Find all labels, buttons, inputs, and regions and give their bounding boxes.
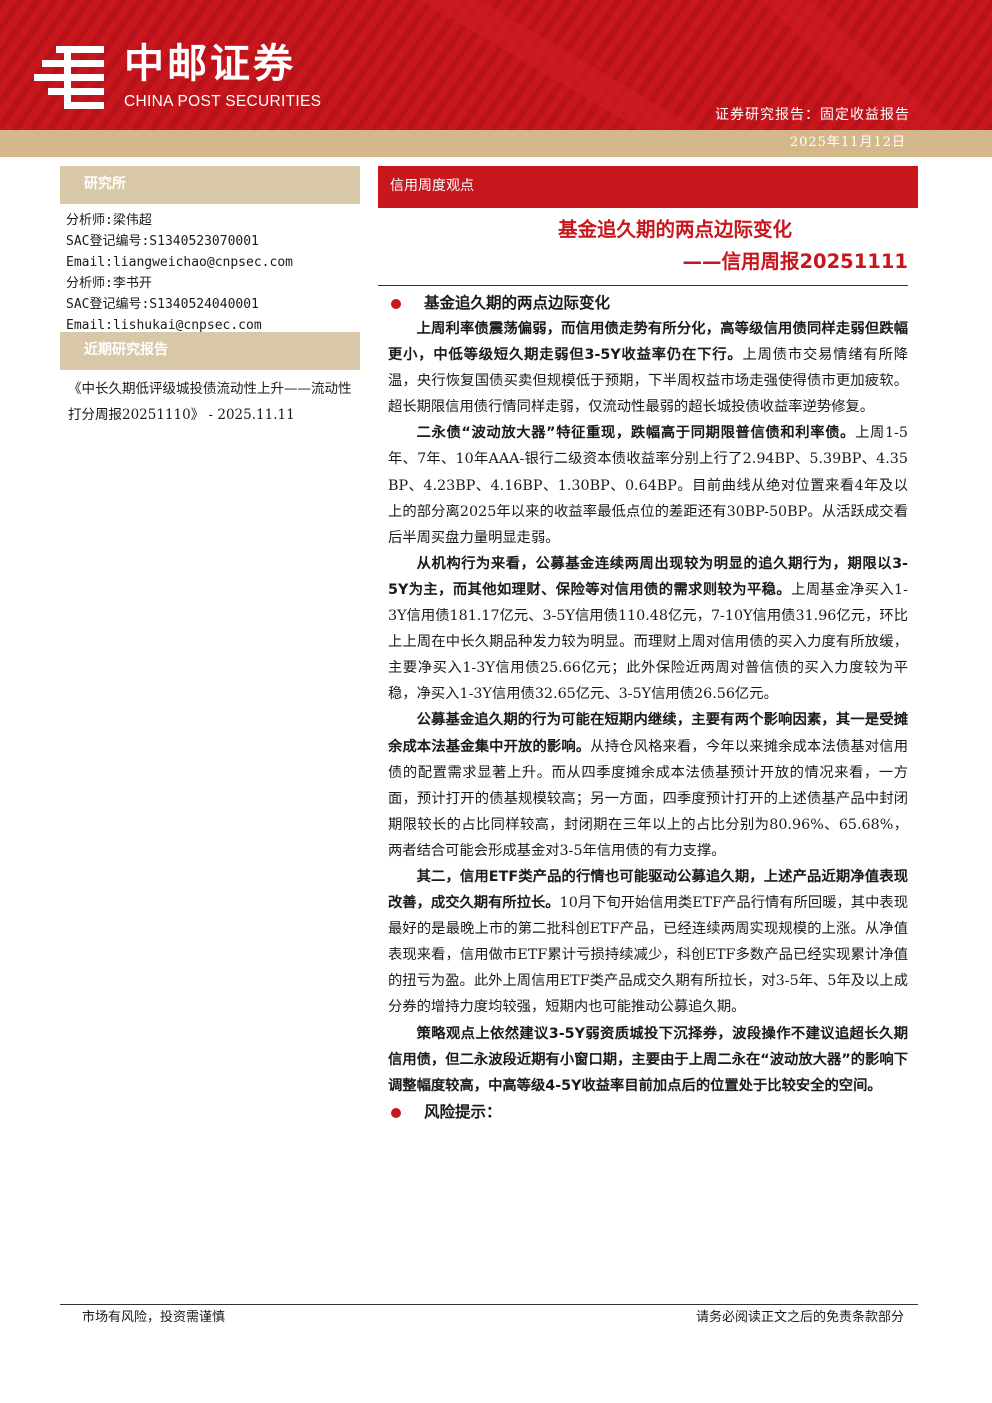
paragraph-lead: 公募基金追久期的行为可能在短期内继续，主要有两个影响因素，其一是受摊余成本法基金…	[388, 712, 908, 755]
report-subtitle: ——信用周报20251111	[682, 250, 908, 273]
paragraph-text: 上周1-5年、7年、10年AAA-银行二级资本债收益率分别上行了2.94BP、5…	[388, 425, 908, 546]
footer-divider	[60, 1304, 918, 1305]
paragraph-lead: 从机构行为来看，公募基金连续两周出现较为明显的追久期行为，期限以3-5Y为主，而…	[388, 555, 908, 598]
recent-report-item[interactable]: 《中长久期低评级城投债流动性上升——流动性打分周报20251110》 - 202…	[68, 381, 352, 423]
brand-name-en: CHINA POST SECURITIES	[124, 93, 322, 110]
section-tag: 信用周度观点	[390, 178, 474, 194]
bullet-icon	[391, 299, 401, 309]
banner-pattern	[0, 0, 992, 130]
paragraph-text: 10月下旬开始信用类ETF产品行情有所回暖，其中表现最好的是最晚上市的第二批科创…	[388, 895, 908, 1016]
report-body: 基金追久期的两点边际变化 上周利率债震荡偏弱，而信用债走势有所分化，高等级信用债…	[388, 290, 908, 1125]
logo-icon	[34, 46, 104, 109]
section-heading: 基金追久期的两点边际变化	[388, 290, 908, 316]
paragraph-lead: 二永债“波动放大器”特征重现，跌幅高于同期限普信债和利率债。	[416, 425, 856, 442]
analyst-info: 分析师:梁伟超 SAC登记编号:S1340523070001 Email:lia…	[66, 210, 366, 336]
body-paragraph: 其二，信用ETF类产品的行情也可能驱动公募追久期，上述产品近期净值表现改善，成交…	[388, 864, 908, 1021]
paragraph-lead: 其二，信用ETF类产品的行情也可能驱动公募追久期，上述产品近期净值表现改善，成交…	[388, 868, 908, 912]
footer-disclaimer-note: 请务必阅读正文之后的免责条款部分	[695, 1310, 904, 1325]
body-paragraph: 策略观点上依然建议3-5Y弱资质城投下沉择券，波段操作不建议追超长久期信用债，但…	[388, 1021, 908, 1099]
section-tag-bar: 信用周度观点	[378, 166, 918, 208]
body-paragraph: 二永债“波动放大器”特征重现，跌幅高于同期限普信债和利率债。上周1-5年、7年、…	[388, 420, 908, 550]
report-date: 2025年11月12日	[789, 135, 906, 150]
report-type: 证券研究报告：固定收益报告	[715, 107, 910, 123]
brand-name-cn: 中邮证券	[124, 41, 296, 87]
report-title: 基金追久期的两点边际变化	[557, 218, 792, 241]
paragraph-text: 从持仓风格来看，今年以来摊余成本法债基对信用债的配置需求显著上升。而从四季度摊余…	[388, 738, 908, 859]
header-banner: 中邮证券 CHINA POST SECURITIES 证券研究报告：固定收益报告	[0, 0, 992, 130]
analyst-line: SAC登记编号:S1340523070001	[66, 234, 259, 249]
date-bar: 2025年11月12日	[0, 130, 992, 157]
analyst-email[interactable]: Email:lishukai@cnpsec.com	[66, 318, 262, 333]
analyst-line: SAC登记编号:S1340524040001	[66, 297, 259, 312]
institute-header: 研究所	[60, 166, 360, 204]
recent-reports-label: 近期研究报告	[84, 342, 168, 358]
footer-risk-note: 市场有风险，投资需谨慎	[82, 1310, 226, 1325]
analyst-email[interactable]: Email:liangweichao@cnpsec.com	[66, 255, 293, 270]
body-paragraph: 上周利率债震荡偏弱，而信用债走势有所分化，高等级信用债同样走弱但跌幅更小，中低等…	[388, 316, 908, 420]
analyst-line: 分析师:梁伟超	[66, 213, 152, 228]
analyst-line: 分析师:李书开	[66, 276, 152, 291]
paragraph-text: 上周债市交易情绪有所降温，央行恢复国债买卖但规模低于预期，下半周权益市场走强使得…	[388, 347, 909, 416]
recent-reports-header: 近期研究报告	[60, 332, 360, 370]
paragraph-lead: 上周利率债震荡偏弱，而信用债走势有所分化，高等级信用债同样走弱但跌幅更小，中低等…	[388, 321, 908, 364]
risk-heading: 风险提示：	[388, 1099, 908, 1125]
body-paragraph: 从机构行为来看，公募基金连续两周出现较为明显的追久期行为，期限以3-5Y为主，而…	[388, 551, 908, 708]
paragraph-text: 上周基金净买入1-3Y信用债181.17亿元、3-5Y信用债110.48亿元，7…	[388, 581, 908, 703]
bullet-icon	[391, 1107, 401, 1118]
institute-label: 研究所	[84, 176, 126, 192]
title-divider	[378, 285, 908, 286]
paragraph-lead: 策略观点上依然建议3-5Y弱资质城投下沉择券，波段操作不建议追超长久期信用债，但…	[388, 1025, 908, 1094]
body-paragraph: 公募基金追久期的行为可能在短期内继续，主要有两个影响因素，其一是受摊余成本法基金…	[388, 707, 908, 864]
